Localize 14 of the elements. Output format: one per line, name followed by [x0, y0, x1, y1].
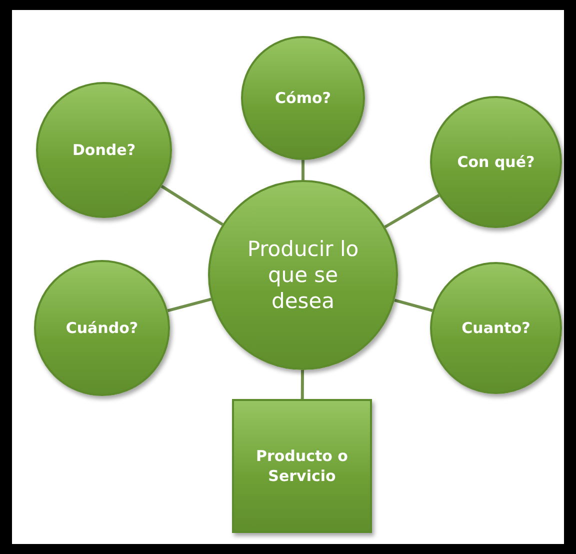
node-label: Producir lo que se desea: [246, 236, 360, 316]
node-label: Cuanto?: [460, 318, 532, 339]
node-label: Cuándo?: [64, 318, 140, 339]
connector-line: [302, 160, 304, 180]
connector-line: [384, 194, 440, 228]
connector-line: [394, 298, 433, 312]
node-label: Donde?: [71, 140, 137, 161]
connector-line: [300, 370, 304, 400]
process-box: [232, 399, 372, 533]
node-label: Con qué?: [456, 152, 536, 173]
node-label: Producto o Servicio: [254, 446, 349, 487]
node-label: Cómo?: [274, 88, 332, 109]
connector-line: [160, 184, 224, 226]
connector-line: [167, 298, 212, 312]
